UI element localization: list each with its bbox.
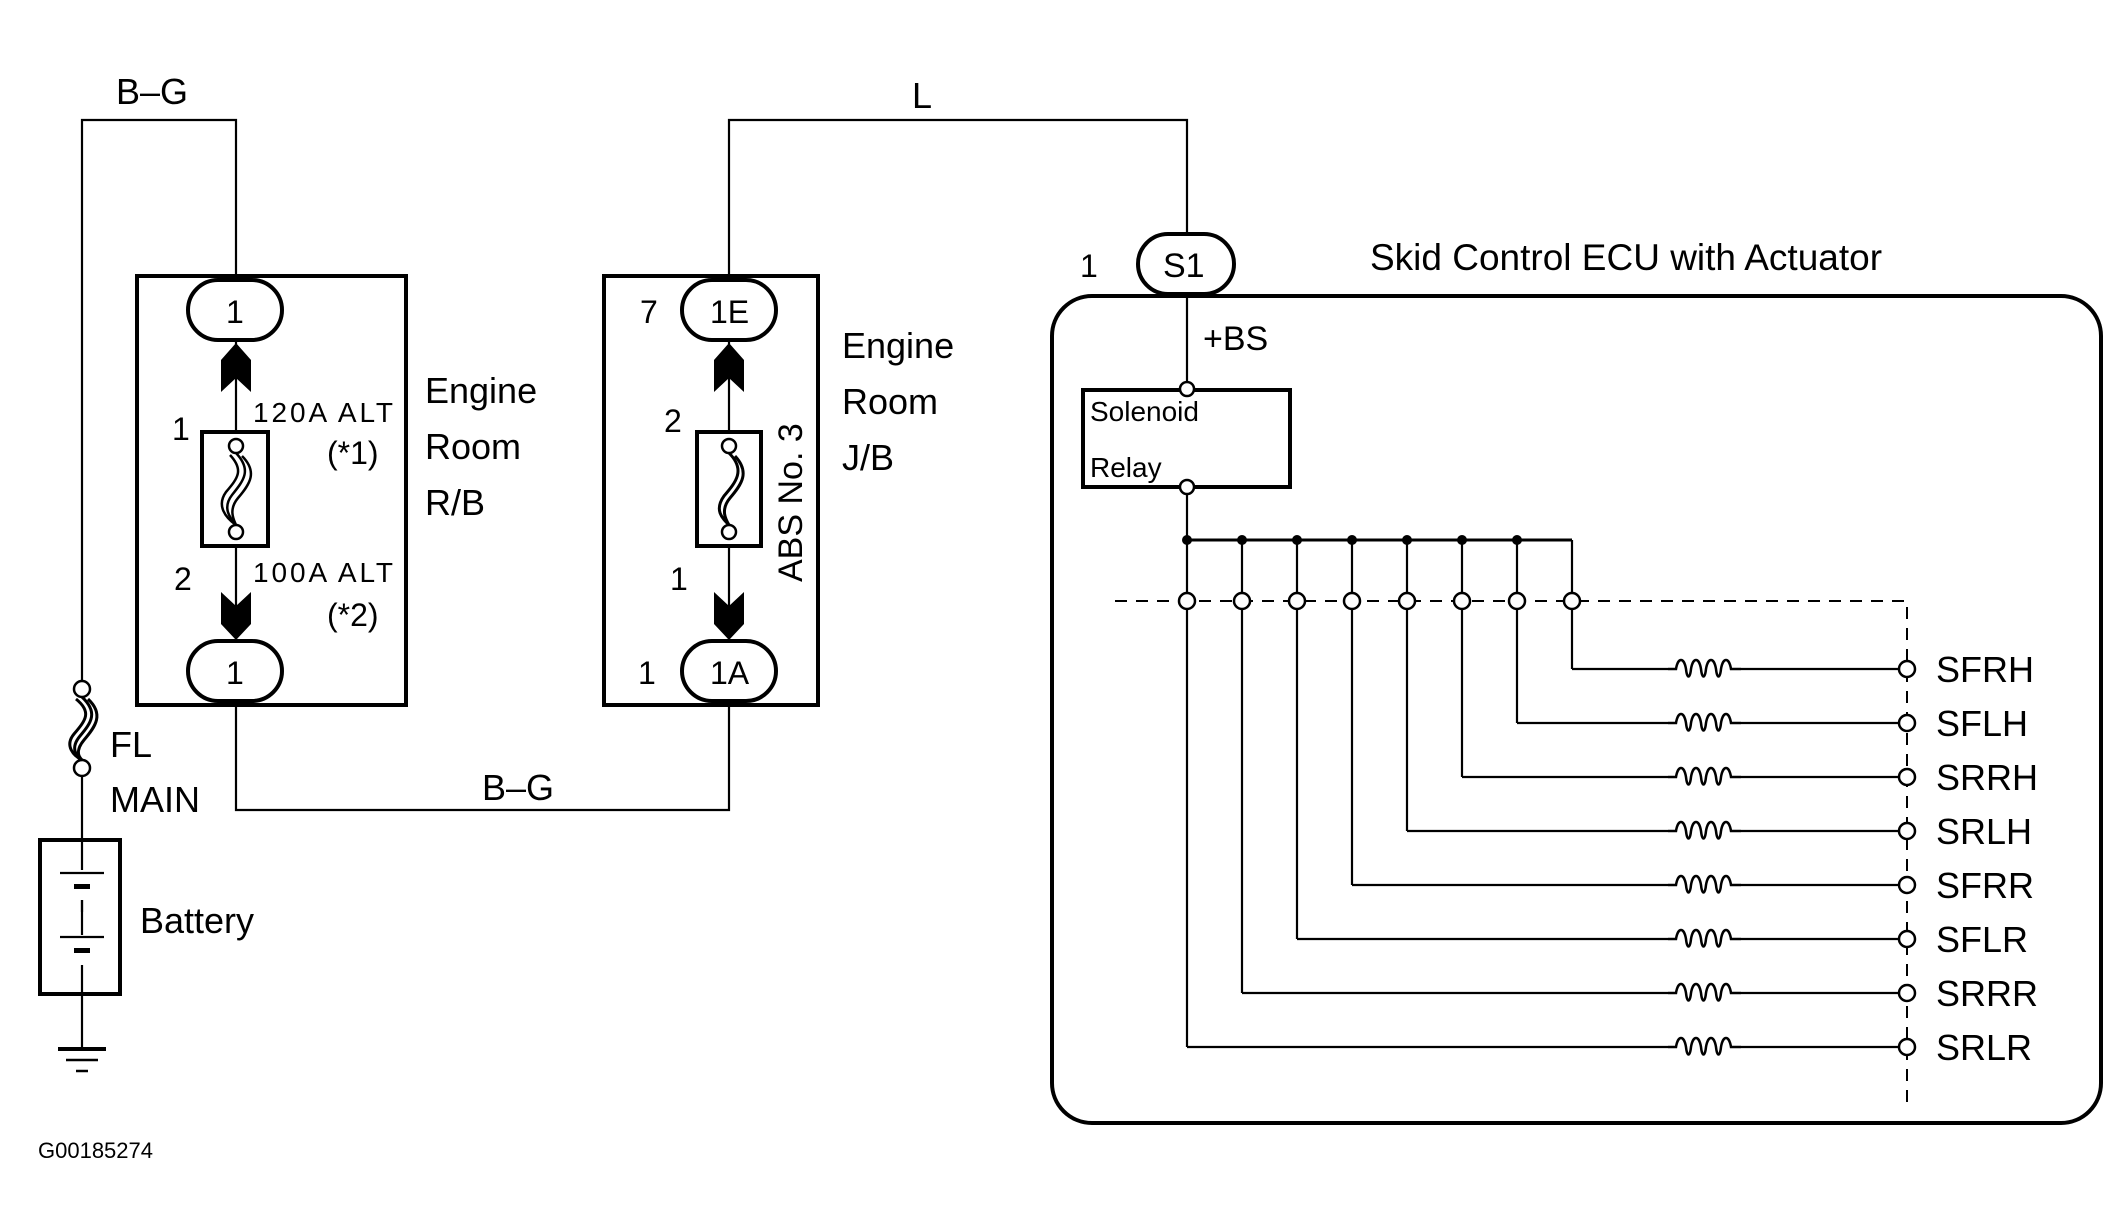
solenoid-coil-icon [1666,982,1743,1002]
relay-terminal-in [1178,380,1196,398]
solenoid-terminal [1897,929,1917,949]
solenoid-label-sflr: SFLR [1936,919,2028,960]
wire-label-b-g-top: B–G [116,71,188,112]
jb-title-line-1: Engine [842,325,954,366]
solenoid-coil-icon [1666,874,1743,894]
rb-title-line-1: Engine [425,370,537,411]
solenoid-terminal [1897,1037,1917,1057]
solenoid-coil-icon [1666,712,1743,732]
jb-title-line-3: J/B [842,437,894,478]
solenoid-label-srlh: SRLH [1936,811,2032,852]
connector-rb-bottom-label: 1 [226,655,244,691]
fl-label: FL [110,724,152,765]
junction-block [602,274,820,707]
fuse-note-2: (*2) [327,597,379,633]
ecu-box [1050,294,2103,1125]
solenoid-label-srlr: SRLR [1936,1027,2032,1068]
solenoid-label-sfrr: SFRR [1936,865,2034,906]
solenoid-coil-icon [1666,658,1743,678]
branch-terminal [1452,591,1472,611]
wire-label-l: L [912,75,932,116]
branch-terminal [1507,591,1527,611]
connector-rb-top-label: 1 [226,294,244,330]
solenoid-terminal [1897,983,1917,1003]
connector-1e-label: 1E [710,294,749,330]
solenoid-coil-icon [1666,928,1743,948]
solenoid-terminal [1897,713,1917,733]
wire-l [727,118,1189,276]
solenoid-terminal [1897,875,1917,895]
fuse-note-1: (*1) [327,435,379,471]
ecu-title: Skid Control ECU with Actuator [1370,237,1882,278]
battery-label: Battery [140,900,254,941]
wire-b-g-bottom [234,705,731,812]
connector-arrow-down-icon [714,592,744,640]
branch-terminal [1397,591,1417,611]
wire-b-g-top [80,118,238,683]
wire-label-b-g-bottom: B–G [482,767,554,808]
rb-title-line-3: R/B [425,482,485,523]
branch-terminal [1342,591,1362,611]
solenoid-terminal [1897,767,1917,787]
solenoid-terminal [1897,659,1917,679]
relay-label-line-2: Relay [1090,452,1162,483]
connector-arrow-down-icon [221,592,251,640]
jb-fuse-pin-2: 2 [664,403,682,439]
connector-s1-pin: 1 [1080,248,1098,284]
terminal-bs-label: +BS [1203,320,1268,358]
solenoid-label-srrr: SRRR [1936,973,2038,1014]
solenoid-coil-icon [1666,820,1743,840]
main-label: MAIN [110,779,200,820]
battery-icon [38,838,122,996]
solenoid-label-sfrh: SFRH [1936,649,2034,690]
branch-terminal [1562,591,1582,611]
branch-terminal [1232,591,1252,611]
solenoid-circuit: SFRH SFLH SRRH SRLH SFRR SFLR SRRR SRLR [1115,494,2038,1110]
solenoid-label-srrh: SRRH [1936,757,2038,798]
branch-terminal [1177,591,1197,611]
jb-fuse-pin-1: 1 [670,561,688,597]
connector-dashed-boundary [1115,600,1908,1110]
rb-fuse-pin-1: 1 [172,411,190,447]
relay-label-line-1: Solenoid [1090,396,1199,427]
connector-s1-label: S1 [1163,247,1205,285]
branch-terminal [1287,591,1307,611]
connector-1a-label: 1A [710,655,750,691]
connector-1e-pin: 7 [640,294,658,330]
connector-arrow-up-icon [714,343,744,392]
figure-id: G00185274 [38,1138,153,1163]
relay-terminal-out [1178,478,1196,496]
solenoid-label-sflh: SFLH [1936,703,2028,744]
solenoid-coil-icon [1666,766,1743,786]
relay-block [135,274,408,707]
solenoid-terminal [1897,821,1917,841]
ground-icon [58,1047,106,1073]
rb-title-line-2: Room [425,426,521,467]
fuse-label-120a: 120A ALT [253,397,393,428]
jb-title-line-2: Room [842,381,938,422]
fusible-link-icon [68,679,99,778]
rb-fuse-pin-2: 2 [174,561,192,597]
fuse-label-100a: 100A ALT [253,557,393,588]
fuse-abs-no3-label: ABS No. 3 [772,423,810,582]
connector-1a-pin: 1 [638,655,656,691]
connector-arrow-up-icon [221,343,251,392]
solenoid-coil-icon [1666,1036,1743,1056]
